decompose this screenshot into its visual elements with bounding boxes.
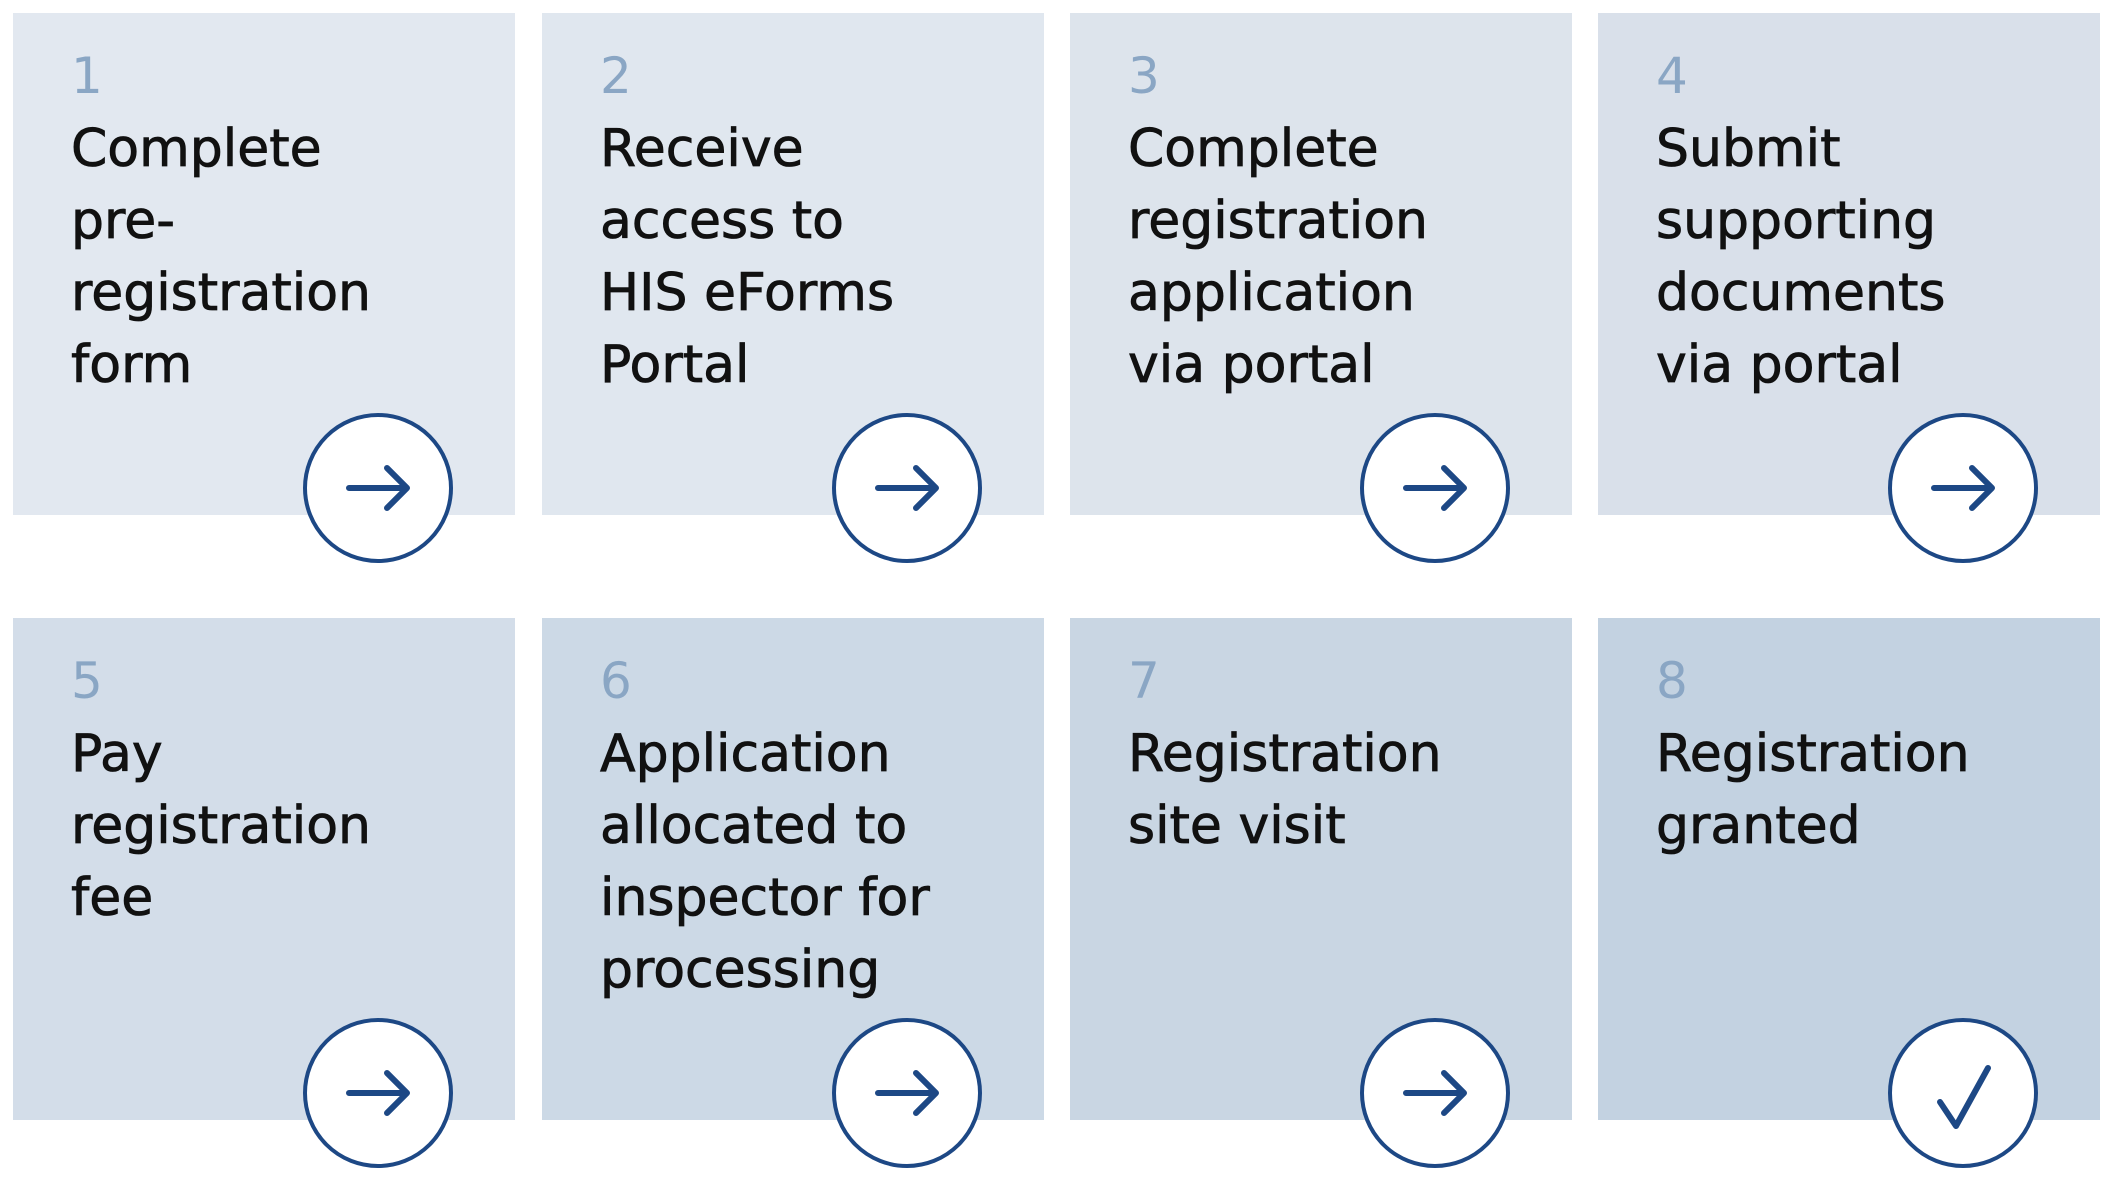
step-title: Registration site visit (1128, 718, 1548, 862)
step-number: 7 (1128, 652, 1160, 710)
step-title-line: Pay (71, 724, 163, 785)
step-title: Complete registration application via po… (1128, 113, 1548, 401)
step-title-line: inspector for (600, 868, 931, 929)
step-title-line: via portal (1128, 335, 1375, 396)
step-title-line: documents (1656, 263, 1946, 324)
step-title-line: supporting (1656, 191, 1937, 252)
step-number: 1 (71, 47, 103, 105)
arrow-right-icon[interactable] (832, 1018, 982, 1168)
step-number: 4 (1656, 47, 1688, 105)
step-card-8: 8 Registration granted (1598, 618, 2100, 1168)
step-card-4: 4 Submit supporting documents via portal (1598, 13, 2100, 563)
step-title-line: fee (71, 868, 154, 929)
step-title-line: form (71, 335, 193, 396)
step-number: 3 (1128, 47, 1160, 105)
step-title-line: site visit (1128, 796, 1346, 857)
step-title-line: pre- (71, 191, 176, 252)
step-title-line: application (1128, 263, 1416, 324)
step-title-line: Submit (1656, 119, 1841, 180)
step-title-line: Registration (1656, 724, 1970, 785)
step-title-line: Portal (600, 335, 750, 396)
step-title-line: allocated to (600, 796, 908, 857)
step-title-line: via portal (1656, 335, 1903, 396)
arrow-right-icon[interactable] (1888, 413, 2038, 563)
step-title-line: granted (1656, 796, 1861, 857)
step-number: 8 (1656, 652, 1688, 710)
step-card-3: 3 Complete registration application via … (1070, 13, 1572, 563)
step-title: Submit supporting documents via portal (1656, 113, 2076, 401)
arrow-right-icon[interactable] (303, 1018, 453, 1168)
step-title-line: Complete (71, 119, 322, 180)
check-icon[interactable] (1888, 1018, 2038, 1168)
step-number: 5 (71, 652, 103, 710)
arrow-right-icon[interactable] (1360, 413, 1510, 563)
arrow-right-icon[interactable] (1360, 1018, 1510, 1168)
step-title: Registration granted (1656, 718, 2076, 862)
step-title: Receive access to HIS eForms Portal (600, 113, 1020, 401)
step-card-7: 7 Registration site visit (1070, 618, 1572, 1168)
step-title-line: Registration (1128, 724, 1442, 785)
step-title-line: registration (71, 263, 372, 324)
step-title-line: HIS eForms (600, 263, 895, 324)
step-number: 6 (600, 652, 632, 710)
step-card-1: 1 Complete pre- registration form (13, 13, 515, 563)
step-title-line: access to (600, 191, 845, 252)
step-title-line: Application (600, 724, 891, 785)
step-title: Pay registration fee (71, 718, 491, 934)
step-title-line: Complete (1128, 119, 1379, 180)
arrow-right-icon[interactable] (832, 413, 982, 563)
step-title-line: Receive (600, 119, 804, 180)
step-title: Complete pre- registration form (71, 113, 491, 401)
step-title-line: registration (1128, 191, 1429, 252)
step-title: Application allocated to inspector for p… (600, 718, 1020, 1006)
step-title-line: registration (71, 796, 372, 857)
step-card-6: 6 Application allocated to inspector for… (542, 618, 1044, 1168)
step-title-line: processing (600, 940, 881, 1001)
arrow-right-icon[interactable] (303, 413, 453, 563)
step-card-2: 2 Receive access to HIS eForms Portal (542, 13, 1044, 563)
step-card-5: 5 Pay registration fee (13, 618, 515, 1168)
step-number: 2 (600, 47, 632, 105)
